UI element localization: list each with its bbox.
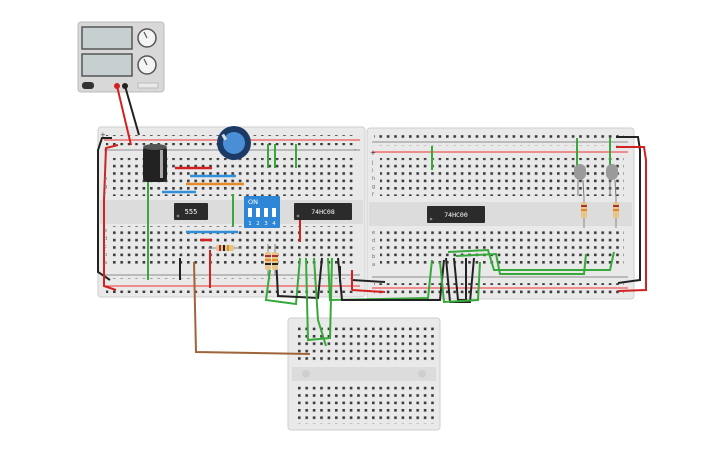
dip-toggle-4[interactable]	[272, 208, 276, 217]
wire-brown[interactable]	[193, 261, 311, 355]
svg-text:d: d	[372, 238, 375, 244]
rail-label-minus: -	[354, 146, 357, 154]
rail-label-plus-right: +	[370, 149, 376, 157]
svg-text:j: j	[371, 160, 373, 166]
svg-text:h: h	[372, 176, 375, 182]
dip-toggle-2[interactable]	[256, 208, 260, 217]
svg-text:d: d	[104, 236, 107, 242]
chip-label-555: 555	[185, 208, 198, 216]
nand-gate-74hc00-chip[interactable]: 74HC00	[427, 206, 485, 223]
svg-text:e: e	[372, 230, 375, 236]
resistor-led-1[interactable]	[581, 196, 587, 228]
svg-text:b: b	[104, 252, 107, 258]
dip-position-1: 1	[248, 221, 252, 227]
resistor-vertical-left[interactable]	[265, 244, 271, 276]
wire-psu-positive[interactable]	[116, 85, 132, 146]
svg-text:c: c	[372, 246, 375, 252]
power-supply[interactable]	[77, 21, 165, 93]
dip-position-2: 2	[256, 221, 260, 227]
resistor-horizontal[interactable]	[208, 245, 242, 251]
chip-label-74hc00: 74HC00	[444, 211, 468, 219]
psu-power-switch[interactable]	[82, 82, 94, 89]
dip-position-3: 3	[264, 221, 268, 227]
svg-text:h: h	[104, 176, 107, 182]
svg-text:a: a	[372, 262, 375, 268]
wires[interactable]	[97, 85, 647, 355]
wire-psu-negative[interactable]	[124, 85, 140, 136]
svg-text:f: f	[372, 192, 374, 198]
breadboard-bottom[interactable]	[287, 317, 441, 431]
dip-position-4: 4	[272, 221, 276, 227]
chip-label-74hc08: 74HC08	[311, 208, 335, 216]
resistor-led-2[interactable]	[613, 196, 619, 228]
potentiometer[interactable]	[217, 126, 251, 160]
row-letters-left: j i h g f e d c b a	[103, 160, 107, 266]
svg-text:g: g	[372, 184, 375, 190]
row-letters-right: j i h g f e d c b a	[371, 160, 375, 268]
svg-text:j: j	[103, 160, 105, 166]
svg-text:e: e	[104, 228, 107, 234]
svg-text:i: i	[104, 168, 105, 174]
psu-current-display	[81, 53, 133, 77]
psu-voltage-display	[81, 26, 133, 50]
led-1[interactable]	[574, 164, 586, 199]
svg-text:i: i	[372, 168, 373, 174]
resistor-vertical-left-2[interactable]	[272, 244, 278, 276]
dip-on-label: ON	[248, 198, 258, 206]
electrolytic-capacitor[interactable]	[143, 144, 167, 182]
led-2[interactable]	[606, 164, 618, 199]
rail-label-plus: +	[100, 131, 106, 139]
dip-switch[interactable]: ON 1 2 3 4	[244, 196, 280, 228]
svg-text:a: a	[104, 260, 107, 266]
and-gate-74hc08-chip[interactable]: 74HC08	[294, 203, 352, 220]
svg-text:b: b	[372, 254, 375, 260]
svg-text:f: f	[104, 192, 106, 198]
dip-toggle-3[interactable]	[264, 208, 268, 217]
timer-555-chip[interactable]: 555	[174, 203, 208, 220]
dip-toggle-1[interactable]	[248, 208, 252, 217]
svg-text:g: g	[104, 184, 107, 190]
svg-text:c: c	[104, 244, 107, 250]
